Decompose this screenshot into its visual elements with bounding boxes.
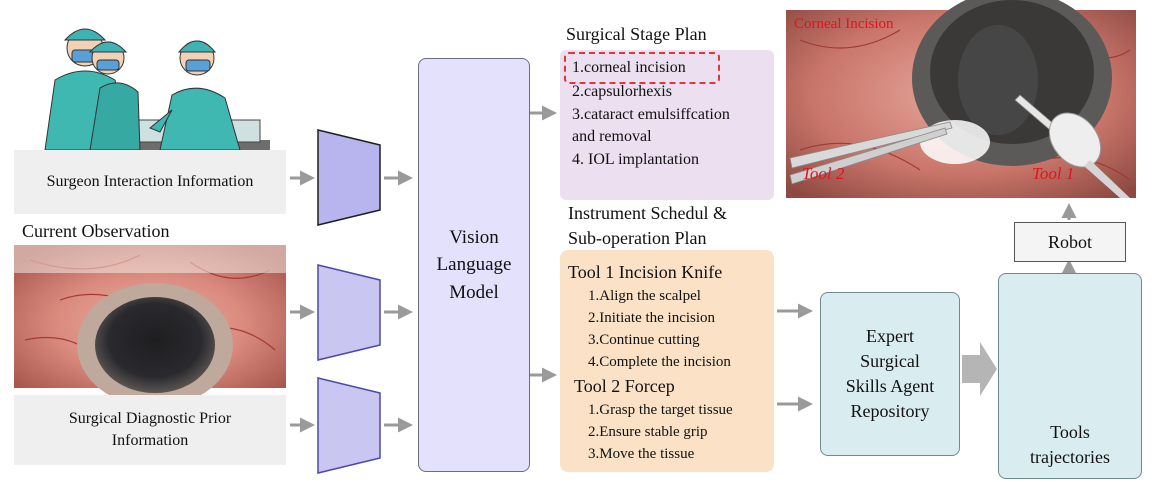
tool2-step-1: 1.Grasp the target tissue [588, 402, 733, 418]
tool1-image-label: Tool 1 [1032, 164, 1075, 183]
stage-item-3-cont: and removal [572, 128, 652, 145]
surgeon-interaction-box: Surgeon Interaction Information [14, 150, 286, 214]
encoder-trapezoid-1 [317, 129, 381, 226]
vlm-line-3: Model [449, 281, 499, 303]
vlm-line-1: Vision [449, 226, 499, 248]
tool1-name: Tool 1 Incision Knife [568, 262, 723, 282]
expert-line-3: Skills Agent [845, 376, 935, 396]
tool2-step-2: 2.Ensure stable grip [588, 424, 708, 440]
tool2-image-label: Tool 2 [802, 164, 845, 183]
tool1-step-1: 1.Align the scalpel [588, 288, 701, 304]
big-arrow-icon [962, 342, 997, 396]
encoder-trapezoid-3 [317, 377, 381, 474]
stage-item-4: 4. IOL implantation [572, 151, 699, 168]
expert-line-4: Repository [850, 401, 930, 422]
diagnostic-prior-label: Surgical Diagnostic Prior Information [68, 410, 232, 449]
surgical-image-title: Corneal Incision [794, 16, 894, 32]
stage-plan-box: 1.corneal incision 2.capsulorhexis 3.cat… [560, 50, 774, 200]
stage-plan-heading: Surgical Stage Plan [566, 24, 707, 44]
expert-line-1: Expert [866, 325, 914, 346]
vision-language-model-box: Vision Language Model [418, 58, 530, 472]
surgical-scene-image [786, 0, 1136, 198]
trajectories-line-1: Tools [1050, 422, 1090, 442]
stage-item-2: 2.capsulorhexis [572, 83, 672, 100]
robot-label: Robot [1047, 231, 1092, 252]
instrument-plan-box: Tool 1 Incision Knife 1.Align the scalpe… [560, 250, 774, 472]
expert-line-2: Surgical [860, 350, 920, 371]
tool1-step-2: 2.Initiate the incision [588, 310, 716, 326]
surgeon-interaction-label: Surgeon Interaction Information [46, 173, 254, 191]
trajectories-line-2: trajectories [1030, 447, 1110, 468]
current-observation-image [14, 245, 286, 407]
tool2-name: Tool 2 Forcep [574, 376, 675, 396]
vlm-line-2: Language [436, 254, 512, 276]
diagnostic-prior-box: Surgical Diagnostic Prior Information [14, 395, 286, 465]
current-stage-highlight [564, 52, 720, 84]
surgeon-illustration [44, 28, 270, 154]
current-observation-heading: Current Observation [22, 221, 170, 241]
stage-item-3: 3.cataract emulsiffcation [572, 106, 730, 123]
tool1-step-3: 3.Continue cutting [588, 332, 700, 348]
expert-skills-repository-box: Expert Surgical Skills Agent Repository [820, 292, 960, 456]
stage-item-1: 1.corneal incision [572, 59, 686, 76]
instrument-plan-heading-1: Instrument Schedul & [568, 203, 727, 223]
instrument-plan-heading-2: Sub-operation Plan [568, 228, 707, 248]
robot-box: Robot [1014, 222, 1126, 262]
encoder-trapezoid-2 [317, 264, 381, 361]
tools-trajectories-box: Tools trajectories [998, 273, 1142, 479]
tool2-step-3: 3.Move the tissue [588, 446, 695, 462]
tool1-step-4: 4.Complete the incision [588, 354, 731, 370]
